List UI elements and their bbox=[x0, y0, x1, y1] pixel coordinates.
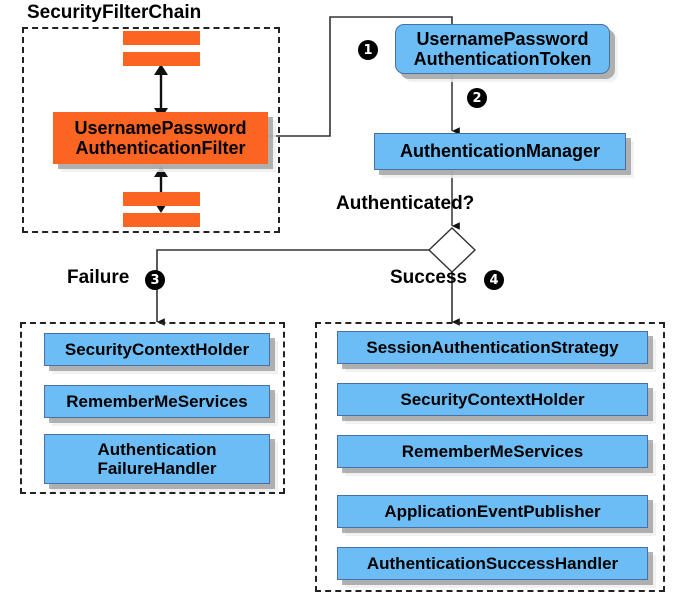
success-item-application-event-publisher[interactable]: ApplicationEventPublisher bbox=[337, 495, 648, 528]
success-item-authentication-success-handler[interactable]: AuthenticationSuccessHandler bbox=[337, 547, 648, 580]
failure-item-security-context-holder[interactable]: SecurityContextHolder bbox=[44, 333, 270, 366]
failure-item-remember-me-services[interactable]: RememberMeServices bbox=[44, 385, 270, 418]
authenticated-question-label: Authenticated? bbox=[336, 193, 475, 214]
success-item-session-authentication-strategy[interactable]: SessionAuthenticationStrategy bbox=[337, 331, 648, 364]
filter-bar-bottom-2 bbox=[123, 213, 200, 227]
failure-branch-arrow bbox=[156, 249, 429, 326]
success-branch-label: Success bbox=[390, 267, 468, 288]
filter-chain-title: SecurityFilterChain bbox=[27, 2, 202, 23]
filter-bar-top-2 bbox=[123, 52, 200, 66]
filter-bar-top-1 bbox=[123, 31, 200, 45]
authentication-manager[interactable]: AuthenticationManager bbox=[374, 133, 626, 170]
username-password-authentication-token[interactable]: UsernamePassword AuthenticationToken bbox=[395, 24, 610, 74]
filter-bar-bottom-1 bbox=[123, 192, 200, 206]
success-item-remember-me-services[interactable]: RememberMeServices bbox=[337, 435, 648, 468]
decision-diamond bbox=[427, 227, 477, 273]
failure-item-authentication-failure-handler[interactable]: Authentication FailureHandler bbox=[44, 434, 270, 484]
failure-branch-label: Failure bbox=[67, 267, 130, 288]
step-1-bullet: 1 bbox=[358, 40, 378, 60]
step-4-bullet: 4 bbox=[484, 270, 504, 290]
success-item-security-context-holder[interactable]: SecurityContextHolder bbox=[337, 383, 648, 416]
step-3-bullet: 3 bbox=[145, 270, 165, 290]
username-password-authentication-filter[interactable]: UsernamePassword AuthenticationFilter bbox=[53, 112, 268, 164]
success-branch-container bbox=[315, 322, 665, 592]
step-2-bullet: 2 bbox=[467, 88, 487, 108]
failure-branch-container bbox=[20, 322, 285, 494]
